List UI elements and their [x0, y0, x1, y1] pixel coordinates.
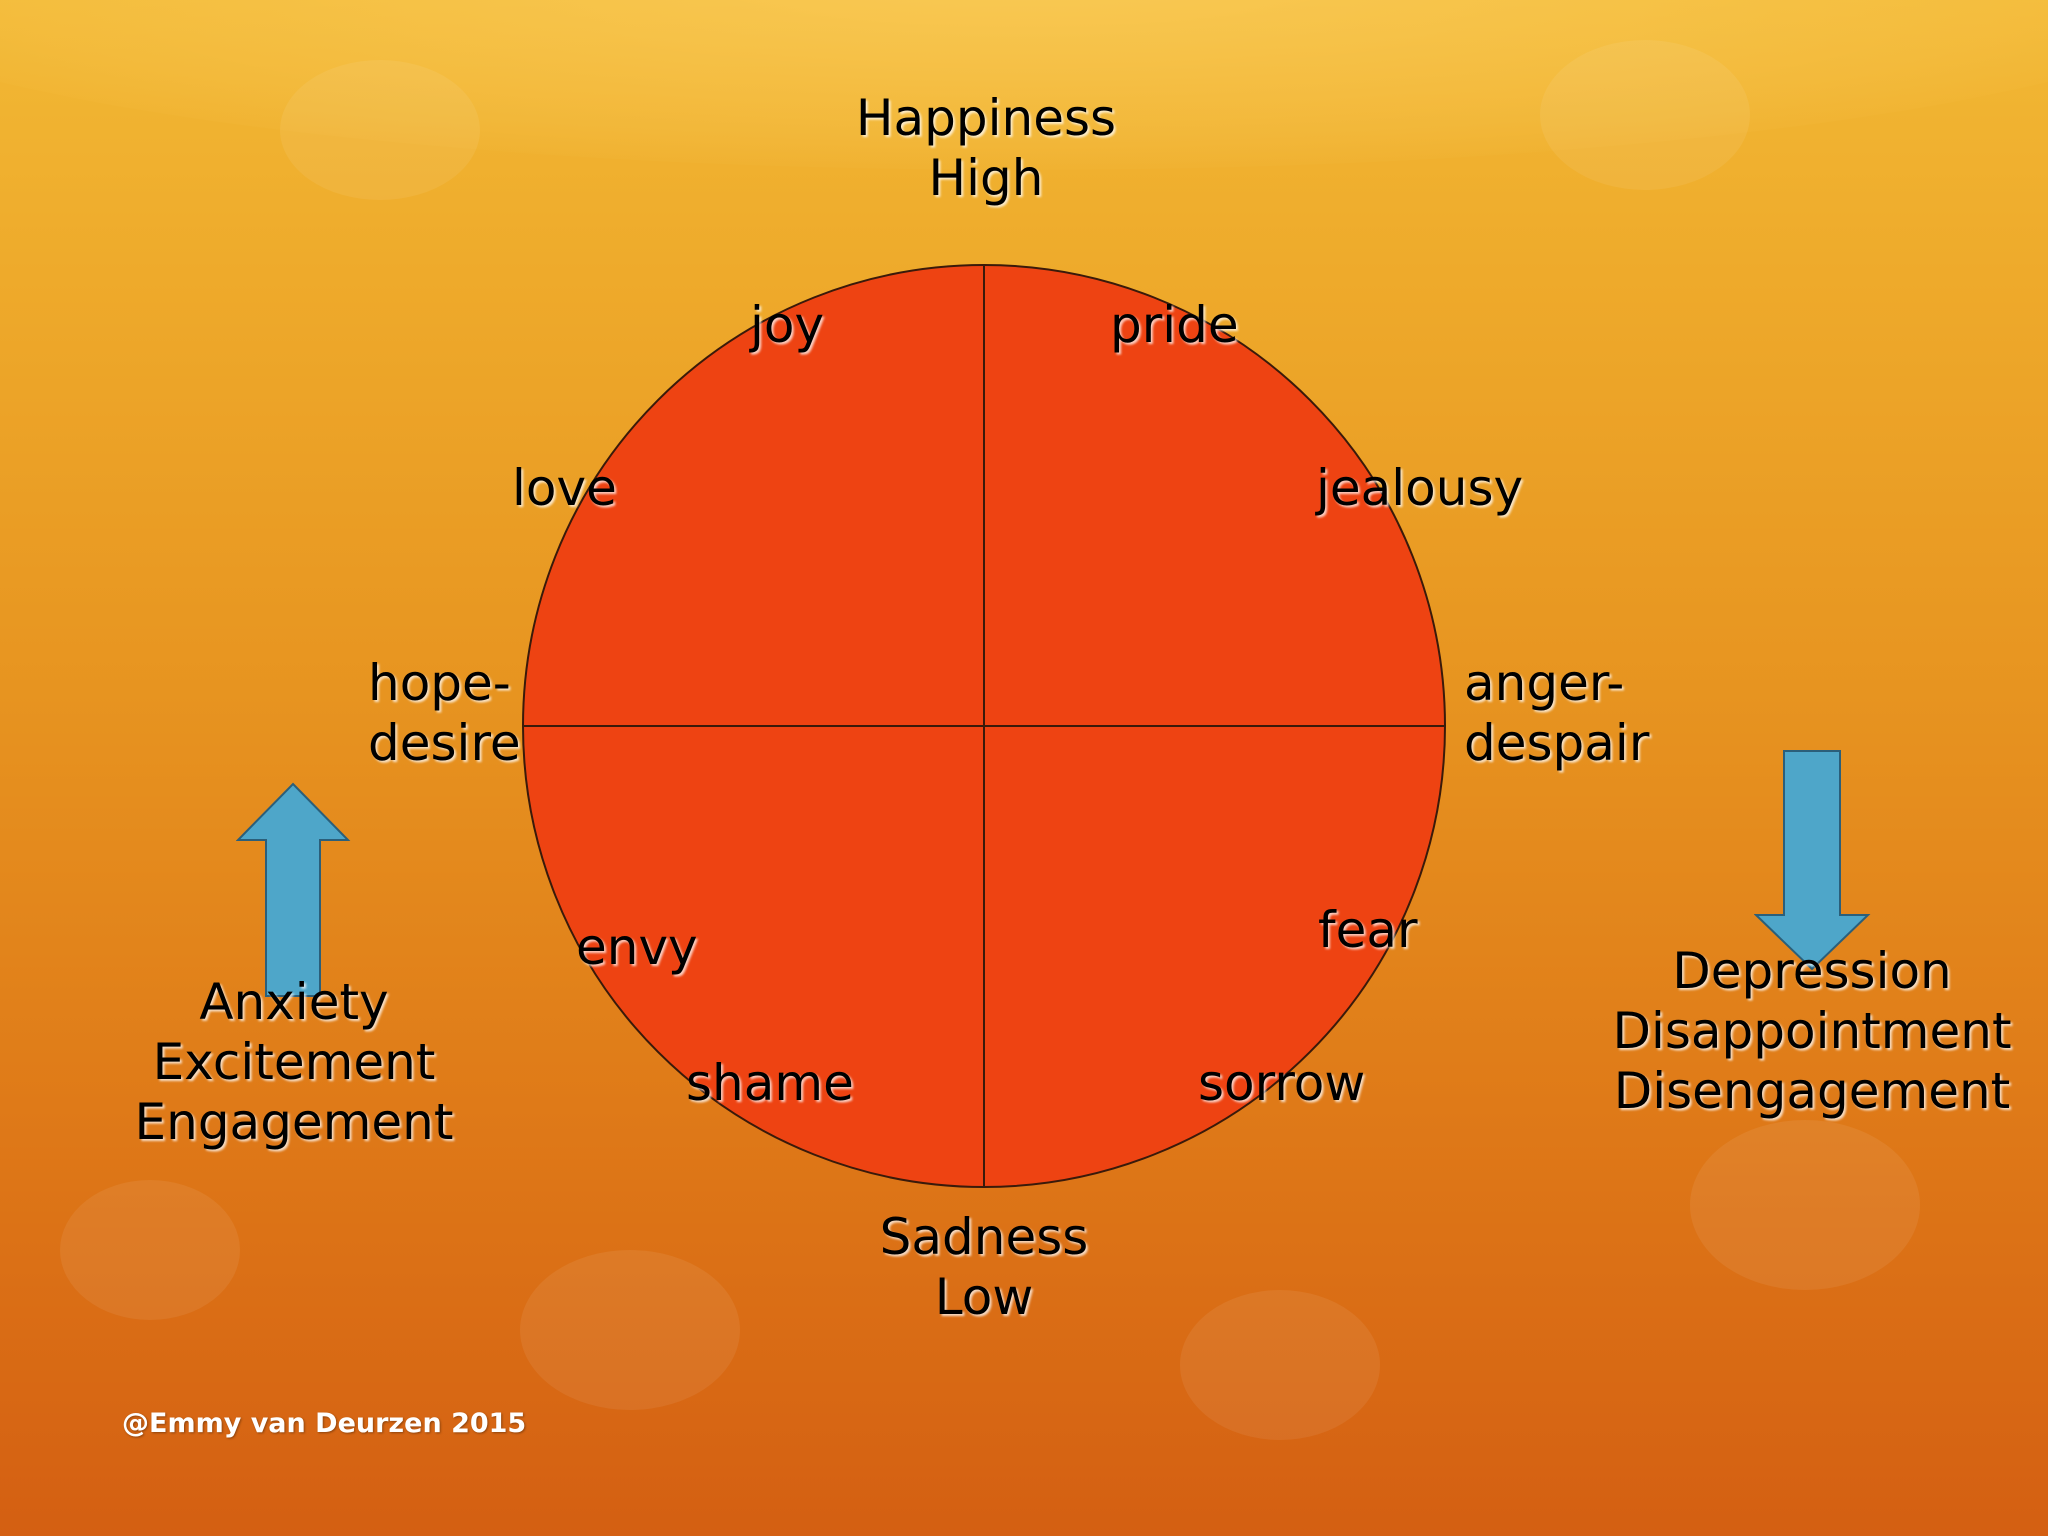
right-group-line-1: Depression: [1672, 942, 1952, 1000]
emotion-jealousy: jealousy: [1316, 459, 1524, 517]
top-axis-label: Happiness High: [856, 88, 1116, 208]
arrow-down-shape: [1754, 750, 1871, 971]
emotion-hope-desire: hope- desire: [368, 653, 521, 773]
emotion-pride: pride: [1110, 296, 1239, 354]
arrow-up-icon: [236, 782, 351, 997]
bottom-axis-line-1: Sadness: [879, 1208, 1089, 1266]
anger-despair-line-1: anger-: [1464, 654, 1625, 712]
top-axis-line-2: High: [928, 149, 1044, 207]
emotion-anger-despair: anger- despair: [1464, 653, 1649, 773]
background-petal: [60, 1180, 240, 1320]
background-petal: [1540, 40, 1750, 190]
hope-desire-line-2: desire: [368, 714, 521, 772]
right-group-line-3: Disengagement: [1613, 1062, 2011, 1120]
emotion-joy: joy: [750, 296, 825, 354]
copyright-credit: @Emmy van Deurzen 2015: [122, 1408, 527, 1439]
emotion-fear: fear: [1318, 901, 1418, 959]
left-group-line-3: Engagement: [134, 1093, 454, 1151]
background-petal: [1180, 1290, 1380, 1440]
left-group-label: Anxiety Excitement Engagement: [135, 972, 454, 1152]
background-petal: [520, 1250, 740, 1410]
top-axis-line-1: Happiness: [855, 89, 1117, 147]
arrow-down-icon: [1754, 750, 1871, 971]
background-petal: [1690, 1120, 1920, 1290]
emotion-shame: shame: [686, 1054, 854, 1112]
emotion-sorrow: sorrow: [1198, 1054, 1366, 1112]
background-petal: [280, 60, 480, 200]
anger-despair-line-2: despair: [1464, 714, 1650, 772]
emotion-envy: envy: [576, 918, 698, 976]
emotion-love: love: [512, 459, 617, 517]
left-group-line-2: Excitement: [152, 1033, 436, 1091]
bottom-axis-label: Sadness Low: [880, 1207, 1089, 1327]
left-group-line-1: Anxiety: [199, 973, 389, 1031]
arrow-up-shape: [236, 782, 351, 997]
bottom-axis-line-2: Low: [934, 1268, 1034, 1326]
right-group-label: Depression Disappointment Disengagement: [1612, 941, 2011, 1121]
right-group-line-2: Disappointment: [1612, 1002, 2012, 1060]
hope-desire-line-1: hope-: [368, 654, 511, 712]
